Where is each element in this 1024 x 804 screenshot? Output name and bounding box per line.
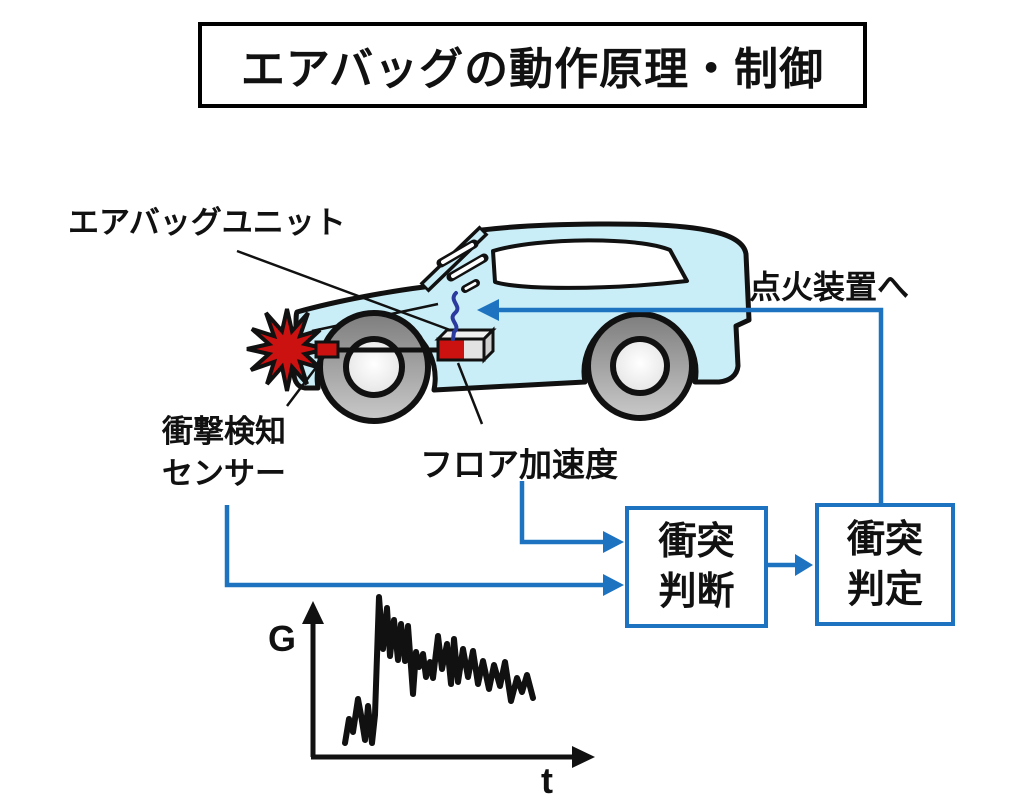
car-illustration bbox=[291, 221, 752, 424]
graph-signal bbox=[342, 594, 536, 746]
airbag-wire-squiggle bbox=[450, 291, 460, 341]
collision-judgment-line2: 判断 bbox=[658, 571, 735, 613]
label-impact-sensor-line2: センサー bbox=[162, 456, 286, 491]
judgment-to-determination-arrow bbox=[763, 554, 813, 576]
impact-sensor-to-judgment-arrow bbox=[224, 505, 624, 596]
g-t-graph bbox=[302, 594, 595, 768]
label-impact-detection-sensor: 衝撃検知 センサー bbox=[162, 411, 286, 495]
floor-sensor-icon bbox=[434, 326, 497, 364]
x-axis-arrowhead bbox=[572, 746, 595, 768]
x-axis-label: t bbox=[541, 760, 553, 801]
wiper-icon bbox=[436, 239, 489, 293]
label-impact-sensor-line1: 衝撃検知 bbox=[162, 414, 286, 449]
flow-box-collision-determination: 衝突 判定 bbox=[815, 503, 955, 626]
impact-sensor-icon bbox=[314, 340, 340, 359]
collision-judgment-line1: 衝突 bbox=[658, 521, 735, 563]
collision-determination-line1: 衝突 bbox=[846, 518, 923, 561]
leader-line-airbag-unit bbox=[236, 249, 451, 332]
floor-accel-to-judgment-arrow bbox=[519, 481, 624, 553]
crash-starburst-icon bbox=[246, 308, 328, 392]
y-axis-arrowhead bbox=[302, 601, 324, 624]
graph-axes bbox=[310, 621, 574, 760]
leader-line-impact-sensor bbox=[286, 356, 325, 407]
front-wheel bbox=[317, 310, 431, 424]
car-side-window bbox=[491, 238, 689, 290]
diagram-title: エアバッグの動作原理・制御 bbox=[240, 45, 825, 94]
collision-determination-line2: 判定 bbox=[846, 568, 923, 611]
rear-wheel bbox=[585, 311, 695, 421]
y-axis-label: G bbox=[268, 618, 297, 659]
flow-box-collision-judgment: 衝突 判断 bbox=[625, 506, 768, 628]
leader-line-floor-accel bbox=[456, 362, 484, 425]
ignition-feedback-arrow bbox=[477, 299, 884, 503]
label-floor-acceleration: フロア加速度 bbox=[420, 446, 618, 483]
label-to-ignition-device: 点火装置へ bbox=[749, 269, 910, 305]
label-airbag-unit: エアバッグユニット bbox=[68, 205, 346, 240]
diagram-title-box: エアバッグの動作原理・制御 bbox=[198, 22, 867, 108]
